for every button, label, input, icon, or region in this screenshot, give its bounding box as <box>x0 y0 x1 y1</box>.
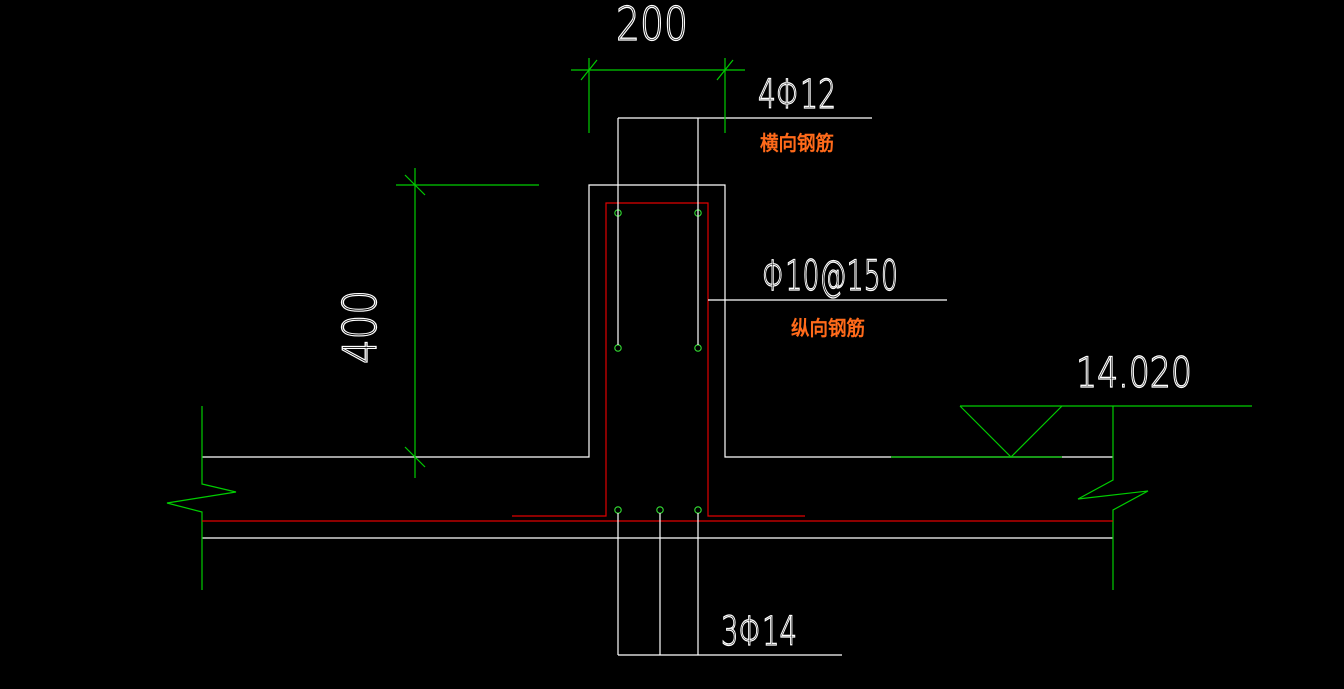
section-outline <box>202 184 1113 539</box>
rebar-dots <box>614 209 702 514</box>
elevation-label: 14.020 <box>1076 348 1192 397</box>
break-line-left <box>166 406 237 590</box>
top-bars-note: 横向钢筋 <box>760 131 834 155</box>
stirrup-rebar <box>512 202 805 517</box>
stirrup-label: Φ10@150 <box>762 251 898 300</box>
leader-bottom-bars <box>617 513 842 656</box>
leader-top-bars <box>617 117 872 345</box>
top-bars-label: 4Φ12 <box>758 72 836 118</box>
dimension-height <box>396 168 539 478</box>
dimension-height-label: 400 <box>333 290 387 364</box>
elevation-marker <box>891 405 1252 458</box>
dimension-width <box>571 58 745 133</box>
dimension-width-label: 200 <box>616 0 688 51</box>
stirrup-note: 纵向钢筋 <box>791 316 865 340</box>
break-line-right <box>1077 406 1149 590</box>
bottom-bars-label: 3Φ14 <box>721 609 797 655</box>
